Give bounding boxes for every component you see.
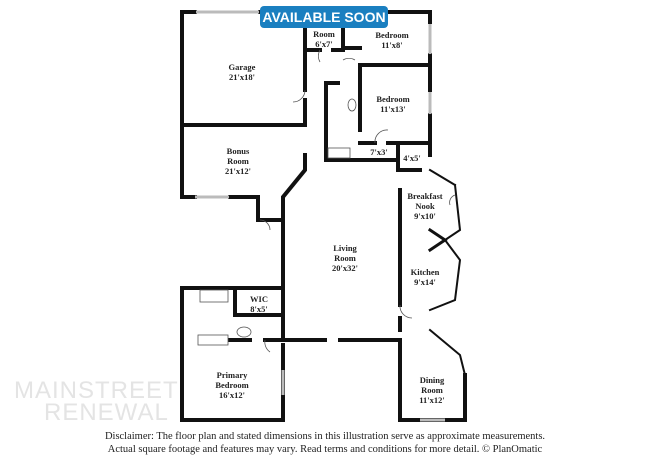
room-name: Bonus Room (226, 146, 250, 166)
room-name: Kitchen (410, 267, 440, 277)
disclaimer-line-1: Disclaimer: The floor plan and stated di… (104, 431, 546, 442)
room-size: 20'x32' (332, 263, 358, 273)
room-label-closet-2: 4'x5' (403, 153, 420, 163)
room-name: Living Room (333, 243, 357, 263)
room-name: Dining Room (419, 375, 445, 395)
room-size: 9'x10' (414, 211, 436, 221)
room-size: 6'x7' (315, 39, 333, 49)
watermark-logo: MAINSTREET RENEWAL (14, 377, 179, 426)
room-name: WIC (250, 294, 268, 304)
room-size: 16'x12' (219, 390, 245, 400)
watermark-line: RENEWAL (44, 399, 169, 426)
room-size: 8'x5' (250, 304, 268, 314)
room-name: Breakfast Nook (407, 191, 443, 211)
disclaimer-line-2: Actual square footage and features may v… (107, 444, 543, 455)
room-size: 11'x13' (380, 104, 406, 114)
watermark-line: MAINSTREET (14, 377, 179, 404)
room-name: Room (313, 29, 335, 39)
room-name: Garage (228, 62, 256, 72)
room-name: Primary Bedroom (215, 370, 249, 390)
room-name: Bedroom (376, 94, 410, 104)
room-size: 21'x18' (229, 72, 255, 82)
room-size: 4'x5' (403, 153, 421, 163)
room-size: 11'x12' (419, 395, 445, 405)
room-size: 21'x12' (225, 166, 251, 176)
room-size: 11'x8' (381, 40, 403, 50)
room-label-closet: 7'x3' (370, 147, 387, 157)
room-size: 9'x14' (414, 277, 436, 287)
room-size: 7'x3' (370, 147, 388, 157)
available-soon-badge: AVAILABLE SOON (260, 6, 388, 28)
room-name: Bedroom (375, 30, 409, 40)
